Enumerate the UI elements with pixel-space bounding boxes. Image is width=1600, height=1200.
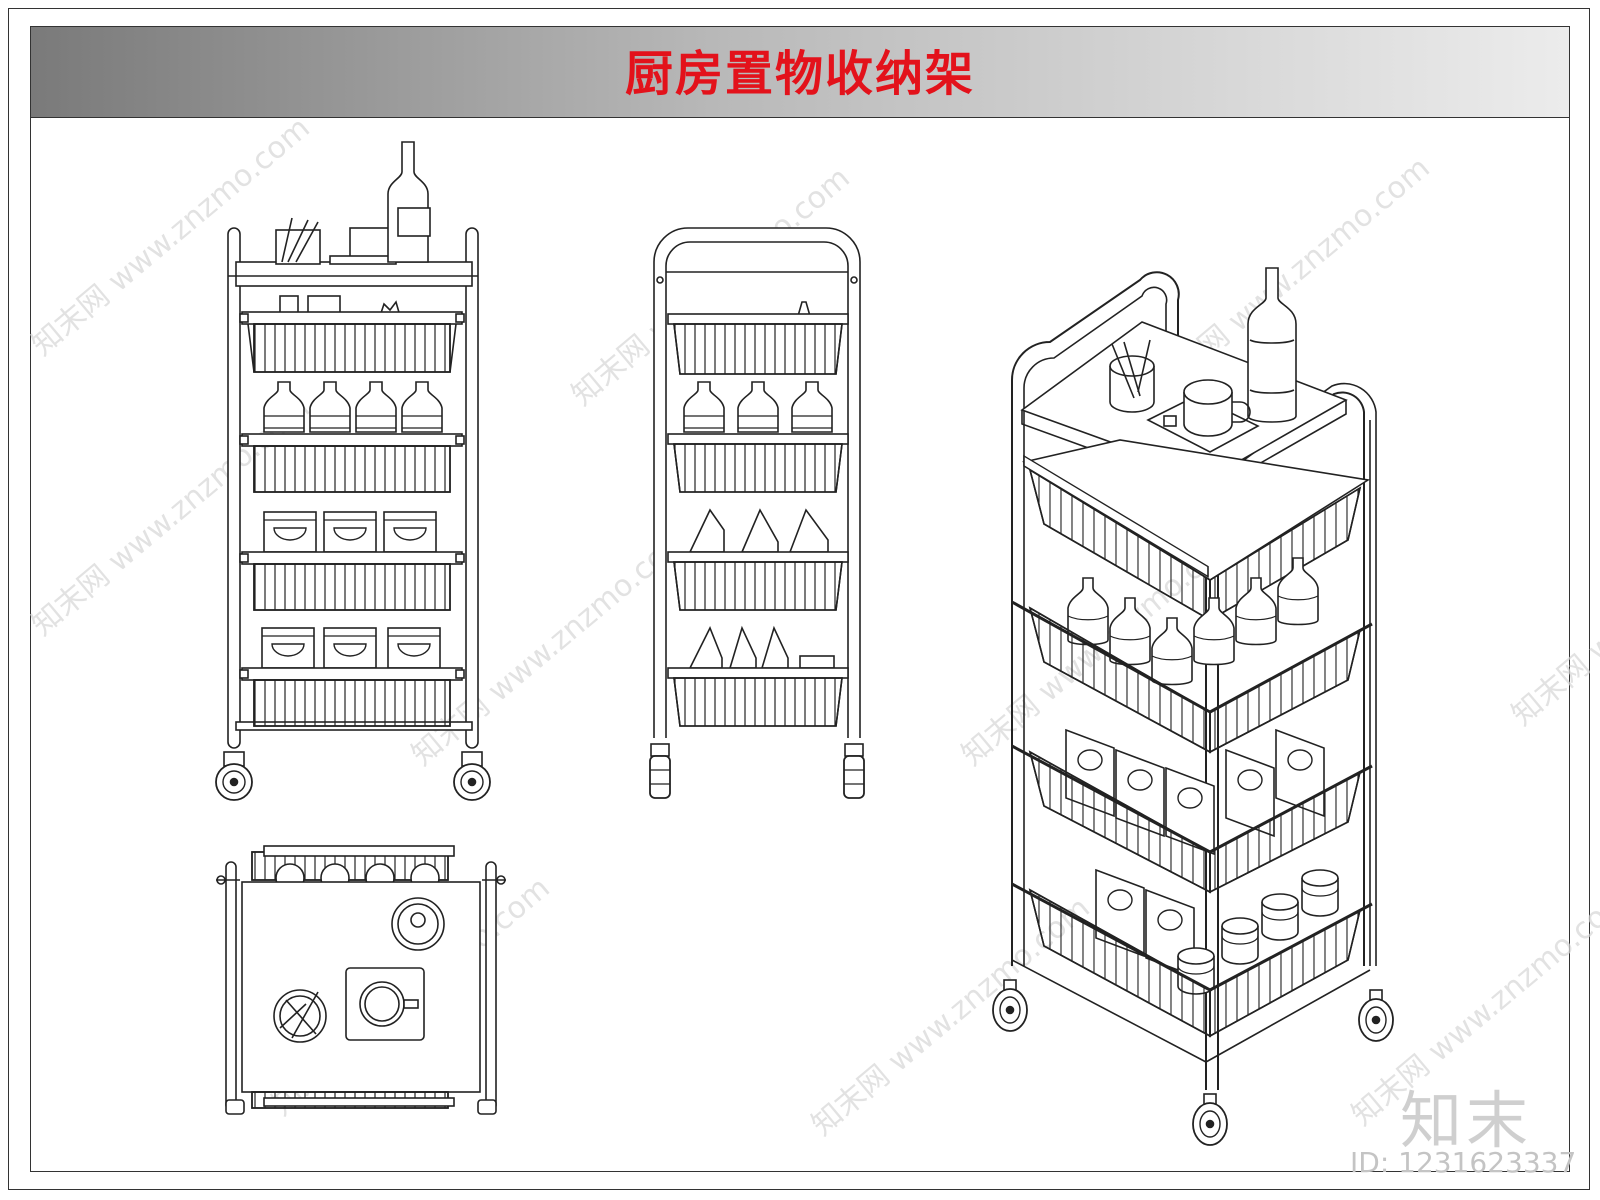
side-view-drawing <box>649 227 865 799</box>
brand-id: ID: 1231623337 <box>1350 1146 1577 1179</box>
isometric-view-drawing <box>992 267 1394 1146</box>
page-title: 厨房置物收纳架 <box>624 46 975 102</box>
outer-frame <box>8 8 1590 1190</box>
front-view-drawing <box>215 141 491 801</box>
top-view-drawing <box>216 845 506 1115</box>
brand-logo: 知末 <box>1400 1084 1533 1157</box>
title-bar: 厨房置物收纳架 <box>31 27 1569 118</box>
